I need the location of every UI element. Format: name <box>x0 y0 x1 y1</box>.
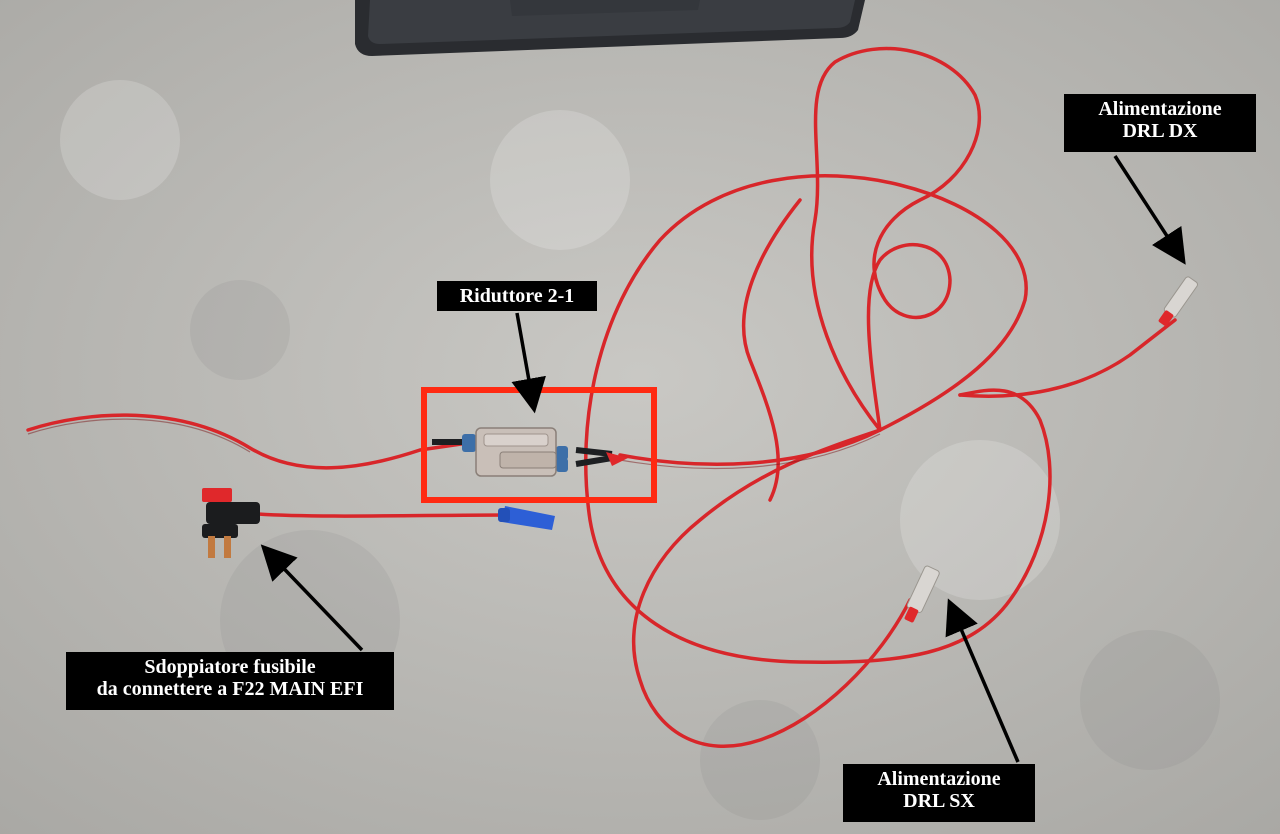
laptop <box>355 0 865 56</box>
label-alimentazione-drl-sx: Alimentazione DRL SX <box>843 764 1035 822</box>
label-sdoppiatore-line2: da connettere a F22 MAIN EFI <box>96 678 364 700</box>
red-wires <box>26 46 1177 749</box>
label-drl-dx-line2: DRL DX <box>1122 120 1198 142</box>
label-drl-sx-line2: DRL SX <box>903 790 975 812</box>
riduttore-connector <box>432 427 628 477</box>
label-riduttore-text: Riduttore 2-1 <box>459 285 575 307</box>
blue-connector <box>498 506 555 530</box>
label-sdoppiatore-fusibile: Sdoppiatore fusibile da connettere a F22… <box>66 652 394 710</box>
label-drl-dx-line1: Alimentazione <box>1098 98 1222 120</box>
annotation-arrows <box>260 155 1186 763</box>
terminal-drl-dx <box>1158 276 1199 327</box>
arrow-sdoppiatore <box>260 544 364 652</box>
terminal-drl-sx <box>904 565 940 623</box>
label-riduttore: Riduttore 2-1 <box>437 281 597 311</box>
label-drl-sx-line1: Alimentazione <box>877 768 1001 790</box>
label-sdoppiatore-line1: Sdoppiatore fusibile <box>144 656 316 678</box>
arrow-riduttore <box>511 312 546 414</box>
arrow-drl-dx <box>1113 155 1186 265</box>
label-alimentazione-drl-dx: Alimentazione DRL DX <box>1064 94 1256 152</box>
fuse-tap <box>202 488 260 558</box>
arrow-drl-sx <box>945 598 1020 763</box>
